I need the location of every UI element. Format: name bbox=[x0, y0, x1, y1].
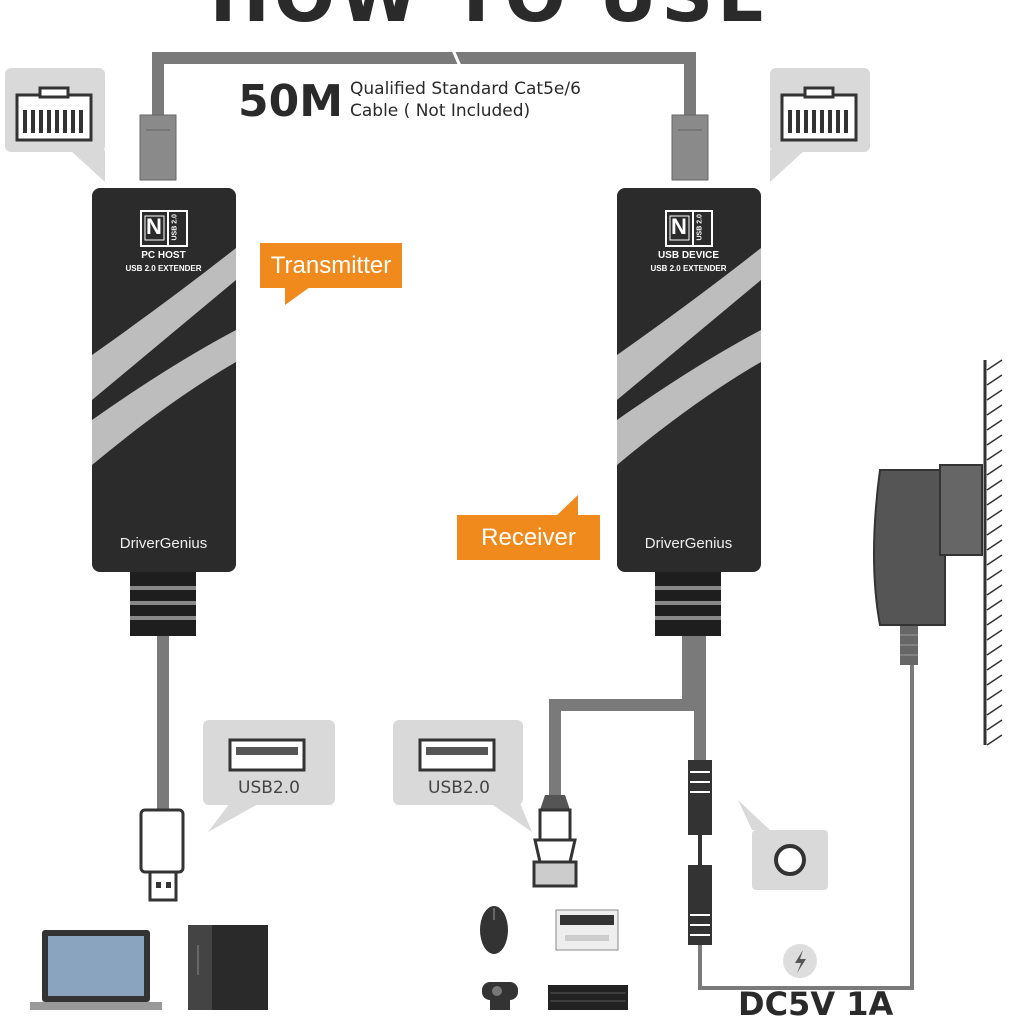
lightning-icon bbox=[783, 944, 817, 978]
usb-a-female-connector bbox=[532, 795, 578, 888]
n-logo-right bbox=[665, 210, 713, 247]
keyboard-icon bbox=[548, 985, 628, 1010]
n-logo-left bbox=[140, 210, 188, 247]
transmitter-body bbox=[92, 188, 236, 636]
laptop-icon bbox=[30, 930, 162, 1010]
rj45-port-bubble-right bbox=[770, 68, 870, 182]
receiver-logo-side: USB 2.0 bbox=[696, 214, 704, 241]
transmitter-logo-side: USB 2.0 bbox=[171, 214, 179, 241]
usb-cable-right bbox=[549, 636, 694, 795]
receiver-logo: N bbox=[671, 214, 687, 239]
usb-label-right: USB2.0 bbox=[428, 778, 490, 798]
page-title: HOW TO USE bbox=[0, 0, 980, 38]
dc-jack bbox=[688, 760, 712, 945]
usb-port-bubble-right bbox=[393, 720, 532, 832]
receiver-body bbox=[617, 188, 761, 636]
desktop-tower-icon bbox=[188, 925, 268, 1010]
receiver-callout: Receiver bbox=[457, 515, 600, 560]
usb-port-bubble-left bbox=[203, 720, 335, 832]
adapter-cable bbox=[698, 640, 914, 990]
transmitter-subtitle: USB 2.0 EXTENDER bbox=[125, 264, 202, 273]
rj45-plug-right bbox=[671, 114, 709, 181]
printer-icon bbox=[555, 909, 619, 951]
receiver-subtitle: USB 2.0 EXTENDER bbox=[650, 264, 727, 273]
mouse-icon bbox=[480, 906, 508, 954]
dc-socket-bubble bbox=[738, 800, 828, 890]
receiver-name: USB DEVICE bbox=[657, 250, 720, 261]
transmitter-callout: Transmitter bbox=[260, 243, 402, 288]
cable-desc-line2: Cable ( Not Included) bbox=[350, 101, 531, 121]
usb-a-plug bbox=[139, 808, 185, 902]
transmitter-name: PC HOST bbox=[141, 250, 186, 261]
cable-description: Qualified Standard Cat5e/6 Cable ( Not I… bbox=[350, 78, 581, 122]
receiver-brand: DriverGenius bbox=[644, 535, 733, 552]
power-adapter bbox=[873, 464, 983, 665]
cable-desc-line1: Qualified Standard Cat5e/6 bbox=[350, 79, 581, 99]
ethernet-cable bbox=[152, 52, 696, 135]
transmitter-brand: DriverGenius bbox=[119, 535, 208, 552]
wall bbox=[983, 359, 1003, 746]
rj45-plug-left bbox=[139, 114, 177, 181]
power-spec: DC5V 1A bbox=[738, 985, 894, 1023]
rj45-port-bubble-left bbox=[5, 68, 105, 182]
webcam-icon bbox=[482, 982, 518, 1010]
cable-length: 50M bbox=[238, 76, 344, 127]
usb-label-left: USB2.0 bbox=[238, 778, 300, 798]
transmitter-logo: N bbox=[146, 214, 162, 239]
